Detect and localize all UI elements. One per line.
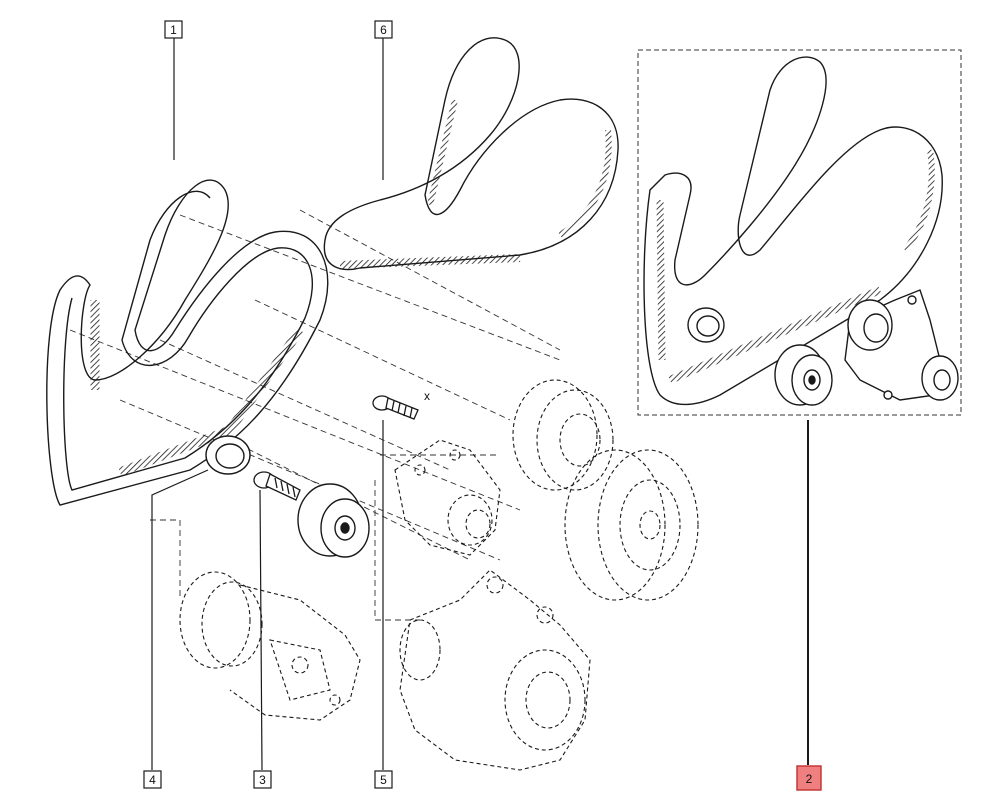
belt-1[interactable]: [46, 179, 329, 506]
bolt-3[interactable]: [253, 471, 301, 501]
callout-5[interactable]: 5: [374, 770, 393, 789]
callout-label: 2: [806, 772, 813, 786]
callout-box: [374, 20, 393, 39]
callout-label: 1: [170, 23, 177, 37]
callout-label: 5: [380, 773, 387, 787]
leader-3: [259, 489, 263, 771]
idler-pulley[interactable]: [297, 483, 370, 558]
callout-3[interactable]: 3: [253, 770, 272, 789]
callout-4[interactable]: 4: [143, 770, 162, 789]
alignment-guides: [69, 209, 561, 621]
callout-label: 6: [380, 23, 387, 37]
leader-lines: [151, 38, 384, 771]
belt-6[interactable]: [323, 37, 619, 271]
bolt-marker: x: [424, 389, 430, 403]
seal-ring[interactable]: [205, 435, 251, 475]
callout-box: [164, 20, 183, 39]
kit-tensioner[interactable]: [844, 289, 959, 401]
callout-box: [374, 770, 393, 789]
crank-pulley-upper: [512, 379, 614, 491]
callout-1[interactable]: 1: [164, 20, 183, 39]
callout-box: [253, 770, 272, 789]
callout-6[interactable]: 6: [374, 20, 393, 39]
callout-label: 4: [149, 773, 156, 787]
alternator: [399, 569, 591, 771]
leader-4: [151, 469, 209, 770]
kit-belt[interactable]: [643, 56, 943, 406]
callout-label: 3: [259, 773, 266, 787]
callout-box: [143, 770, 162, 789]
callout-box-highlighted: [796, 765, 822, 791]
bolt-5[interactable]: [372, 395, 419, 420]
kit-box: [637, 49, 962, 416]
kit-seal-ring[interactable]: [687, 307, 725, 343]
water-pump-housing: [394, 439, 501, 556]
callout-2[interactable]: 2: [796, 765, 822, 791]
ac-compressor: [179, 571, 361, 721]
crank-pulley-lower: [564, 449, 699, 601]
kit-idler-pulley[interactable]: [774, 344, 833, 406]
